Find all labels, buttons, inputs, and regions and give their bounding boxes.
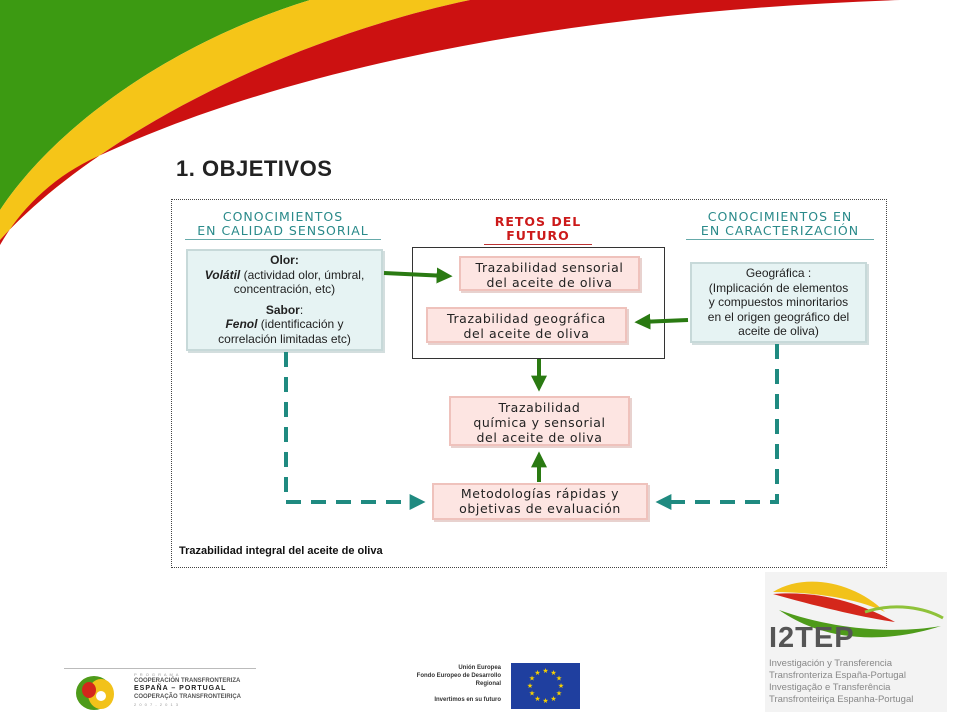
chemical-traceability-line3: del aceite de oliva [476,430,603,445]
svg-text:★: ★ [542,667,548,675]
geographic-traceability-line1: Trazabilidad geográfica [447,311,606,326]
decorative-swoosh-banner [0,0,900,245]
rapid-methods-line1: Metodologías rápidas y [460,486,620,501]
i2tep-line1: Investigación y Transferencia [769,658,893,669]
sabor-line2: correlación limitadas etc) [218,331,351,346]
i2tep-logo: I2TEP Investigación y Transferencia Tran… [765,572,947,712]
geographic-knowledge-box: Geográfica : (Implicación de elementos y… [690,262,867,343]
eu-line2: Fondo Europeo de Desarrollo [416,673,501,679]
geo-title: Geográfica : [745,266,812,280]
i2tep-name: I2TEP [769,622,855,654]
geo-line2: y compuestos minoritarios [708,295,849,309]
center-header: RETOS DEL FUTURO [470,215,606,245]
diagram-frame [171,199,887,568]
eu-fund-text: Unión Europea Fondo Europeo de Desarroll… [395,664,501,704]
rapid-methods-line2: objetivas de evaluación [459,501,621,516]
svg-text:★: ★ [550,695,556,703]
left-header-underline [185,239,381,240]
poctep-line2: ESPAÑA – PORTUGAL [134,685,227,692]
i2tep-line3: Investigação e Transferência [769,682,891,693]
sabor-colon: : [299,302,304,317]
rapid-methods-box: Metodologías rápidas y objetivas de eval… [432,483,648,520]
right-header: CONOCIMIENTOS EN EN CARACTERIZACIÓN [682,210,878,240]
geo-line3: en el origen geográfico del [707,309,850,324]
left-header-line2: EN CALIDAD SENSORIAL [197,223,369,238]
chemical-traceability-line1: Trazabilidad [498,400,581,415]
olor-title: Olor: [270,253,299,267]
center-header-line2: FUTURO [506,228,570,243]
poctep-programa: P R O G R A M A [134,672,180,677]
poctep-line1: COOPERACIÓN TRANSFRONTERIZA [134,678,241,684]
svg-text:★: ★ [527,682,533,690]
i2tep-line2: Transfronteriza España-Portugal [769,670,906,681]
sabor-line1: Fenol (identificación y [188,317,381,332]
geo-line4: aceite de oliva) [738,324,819,338]
geo-line1: (Implicación de elementos [708,280,849,295]
eu-line3: Regional [475,681,501,687]
center-header-underline [484,244,592,245]
olor-line1: Volátil (actividad olor, úmbral, [188,268,381,283]
olor-lead: Volátil [204,267,241,282]
sensory-traceability-line1: Trazabilidad sensorial [475,260,624,275]
dashed-right-to-metodologias [655,344,779,510]
sabor-title: Sabor [265,302,300,317]
sabor-title-line: Sabor: [188,303,381,318]
page-title: 1. OBJETIVOS [176,156,333,181]
right-header-underline [686,239,874,240]
sensory-knowledge-box: Olor: Volátil (actividad olor, úmbral, c… [186,249,383,351]
sabor-lead: Fenol [225,317,258,331]
arrow-right-to-geografica [634,313,689,330]
svg-text:★: ★ [542,697,548,705]
left-header-line1: CONOCIMIENTOS [222,209,344,224]
chemical-sensory-traceability-box: Trazabilidad química y sensorial del ace… [449,396,630,446]
sensory-traceability-line2: del aceite de oliva [486,275,613,290]
i2tep-line4: Transfronteiriça Espanha-Portugal [769,694,914,705]
geographic-traceability-line2: del aceite de oliva [463,326,590,341]
sensory-traceability-box: Trazabilidad sensorial del aceite de oli… [459,256,640,291]
left-header: CONOCIMIENTOS EN CALIDAD SENSORIAL [183,210,383,240]
svg-text:★: ★ [534,695,540,703]
eu-flag-icon: ★ ★ ★ ★ ★ ★ ★ ★ ★ ★ ★ ★ [511,663,580,709]
diagram-caption: Trazabilidad integral del aceite de oliv… [179,545,383,557]
right-header-line2: EN CARACTERIZACIÓN [700,223,860,238]
i2tep-swoosh-icon [773,581,944,638]
sabor-rest: (identificación y [257,317,344,331]
geographic-traceability-box: Trazabilidad geográfica del aceite de ol… [426,307,627,343]
svg-text:★: ★ [529,675,535,683]
olor-rest: (actividad olor, úmbral, [240,267,365,282]
chemical-traceability-line2: química y sensorial [473,415,606,430]
dashed-left-to-metodologias [284,352,426,510]
right-header-line1: CONOCIMIENTOS EN [707,209,853,224]
svg-text:★: ★ [556,675,562,683]
i2tep-subtitle: Investigación y Transferencia Transfront… [769,658,913,706]
svg-text:★: ★ [558,682,564,690]
olor-line2: concentración, etc) [233,282,336,296]
poctep-emblem-icon [76,676,114,710]
svg-text:★: ★ [556,690,562,698]
svg-text:★: ★ [529,690,535,698]
eu-line1: Unión Europea [458,665,501,671]
svg-text:★: ★ [550,669,556,677]
arrow-left-to-sensorial [383,267,453,284]
eu-line4: Invertimos en su futuro [434,697,501,703]
poctep-line3: COOPERAÇÃO TRANSFRONTEIRIÇA [134,694,242,700]
center-header-line1: RETOS DEL [494,214,582,229]
svg-text:★: ★ [534,669,540,677]
poctep-years: 2 0 0 7 - 2 0 1 3 [134,702,180,707]
poctep-logo: P R O G R A M A COOPERACIÓN TRANSFRONTER… [64,668,256,713]
